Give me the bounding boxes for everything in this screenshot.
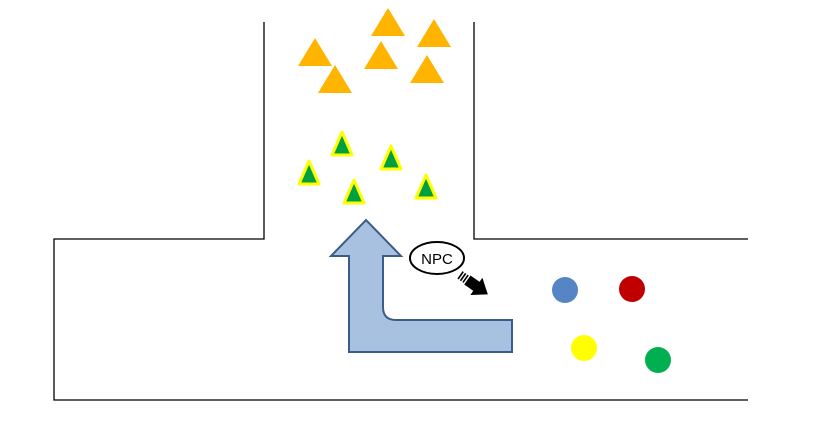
orange-triangle-group	[298, 8, 451, 93]
blue-dot-icon	[552, 277, 578, 303]
green-triangle-icon	[297, 159, 321, 186]
npc-direction-arrow-icon	[457, 271, 488, 295]
npc-marker: NPC	[409, 241, 465, 275]
green-triangle-icon	[414, 173, 438, 200]
corridor-walls	[53, 22, 748, 401]
orange-triangle-icon	[364, 41, 398, 69]
left-wall	[53, 22, 748, 401]
orange-triangle-icon	[410, 55, 444, 83]
turn-arrow-icon	[328, 218, 513, 353]
red-dot-icon	[619, 276, 645, 302]
green-triangle-icon	[330, 130, 354, 157]
green-triangle-icon	[379, 144, 403, 171]
orange-triangle-icon	[298, 38, 332, 66]
npc-ellipse	[409, 241, 465, 275]
colored-dots	[552, 276, 671, 373]
orange-triangle-icon	[417, 19, 451, 47]
yellow-dot-icon	[571, 335, 597, 361]
green-dot-icon	[645, 347, 671, 373]
right-wall	[473, 22, 748, 240]
npc-label: NPC	[421, 251, 453, 268]
green-triangle-icon	[342, 178, 366, 205]
orange-triangle-icon	[318, 65, 352, 93]
orange-triangle-icon	[371, 8, 405, 36]
green-triangle-group	[297, 130, 438, 205]
